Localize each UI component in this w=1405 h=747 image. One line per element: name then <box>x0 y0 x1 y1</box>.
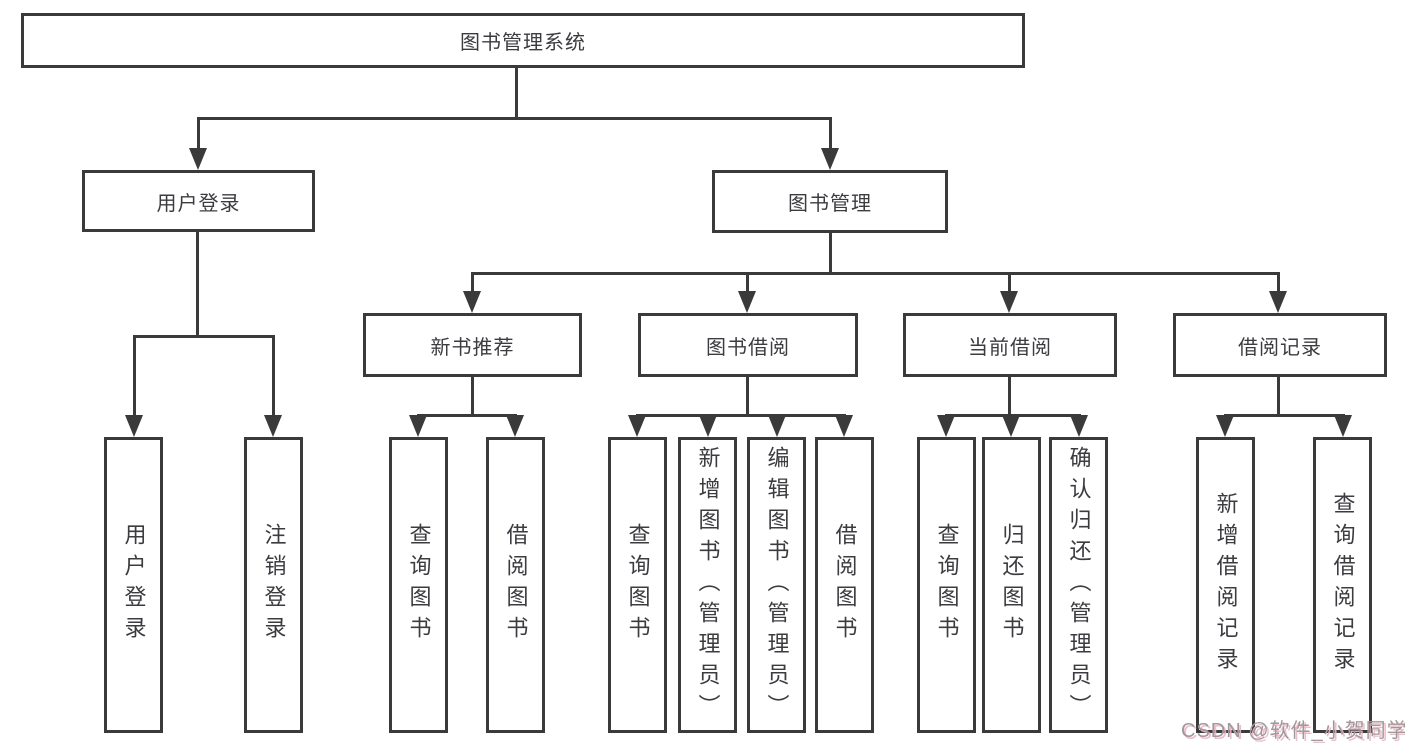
node-book-borrow: 图书借阅 <box>638 313 858 377</box>
node-current-borrow-label: 当前借阅 <box>968 336 1052 359</box>
arrow-down-icon <box>409 415 427 437</box>
csdn-watermark: CSDN @软件_小贺同学 <box>1181 720 1405 742</box>
arrow-down-icon <box>264 415 282 437</box>
leaf-query-books-recommend-label: 查询图书 <box>406 523 432 647</box>
leaf-borrow-books-label: 借阅图书 <box>832 523 858 647</box>
leaf-user-login: 用户登录 <box>104 437 163 733</box>
leaf-query-borrow-record: 查询借阅记录 <box>1313 437 1372 733</box>
leaf-borrow-books-recommend-label: 借阅图书 <box>503 523 529 647</box>
arrow-down-icon <box>1334 415 1352 437</box>
leaf-confirm-return-admin: 确认归还（管理员） <box>1049 437 1108 733</box>
node-user-login-label: 用户登录 <box>156 192 241 215</box>
leaf-edit-book-admin: 编辑图书（管理员） <box>747 437 806 733</box>
leaf-borrow-books: 借阅图书 <box>815 437 874 733</box>
leaf-user-login-label: 用户登录 <box>121 523 147 647</box>
connector-line <box>471 272 474 293</box>
leaf-query-books-current: 查询图书 <box>917 437 976 733</box>
connector-line <box>471 272 1279 275</box>
arrow-down-icon <box>937 415 955 437</box>
connector-line <box>197 117 200 150</box>
connector-line <box>515 68 518 117</box>
node-library-system: 图书管理系统 <box>21 13 1025 68</box>
node-book-management-label: 图书管理 <box>788 193 872 215</box>
connector-line <box>417 414 517 417</box>
arrow-down-icon <box>768 415 786 437</box>
connector-line <box>197 117 832 120</box>
leaf-query-books-current-label: 查询图书 <box>934 523 960 647</box>
leaf-edit-book-admin-label: 编辑图书（管理员） <box>764 445 790 725</box>
connector-line <box>829 117 832 150</box>
connector-line <box>133 335 275 338</box>
leaf-add-book-admin: 新增图书（管理员） <box>678 437 737 733</box>
arrow-down-icon <box>1070 415 1088 437</box>
connector-line <box>829 233 832 272</box>
node-book-management: 图书管理 <box>712 170 948 233</box>
arrow-down-icon <box>506 415 524 437</box>
leaf-query-books-borrow-label: 查询图书 <box>625 523 651 647</box>
connector-line <box>746 272 749 293</box>
arrow-down-icon <box>1000 291 1018 313</box>
leaf-query-borrow-record-label: 查询借阅记录 <box>1330 492 1356 678</box>
connector-line <box>636 414 846 417</box>
connector-line <box>272 335 275 417</box>
arrow-down-icon <box>125 415 143 437</box>
leaf-confirm-return-admin-label: 确认归还（管理员） <box>1066 445 1092 725</box>
leaf-query-books-borrow: 查询图书 <box>608 437 667 733</box>
connector-line <box>746 377 749 414</box>
connector-line <box>1277 377 1280 414</box>
connector-line <box>1008 377 1011 414</box>
arrow-down-icon <box>628 415 646 437</box>
connector-line <box>471 377 474 414</box>
node-borrow-records: 借阅记录 <box>1173 313 1387 377</box>
node-current-borrow: 当前借阅 <box>903 313 1117 377</box>
leaf-return-book-label: 归还图书 <box>999 523 1025 647</box>
node-new-book-recommend-label: 新书推荐 <box>430 336 515 359</box>
node-book-borrow-label: 图书借阅 <box>706 336 790 359</box>
arrow-down-icon <box>1002 415 1020 437</box>
node-library-system-label: 图书管理系统 <box>460 32 586 54</box>
connector-line <box>1008 272 1011 293</box>
leaf-return-book: 归还图书 <box>982 437 1041 733</box>
connector-line <box>196 232 199 335</box>
connector-line <box>1224 414 1345 417</box>
leaf-add-borrow-record-label: 新增借阅记录 <box>1213 492 1239 678</box>
leaf-add-borrow-record: 新增借阅记录 <box>1196 437 1255 733</box>
arrow-down-icon <box>738 291 756 313</box>
arrow-down-icon <box>1269 291 1287 313</box>
node-new-book-recommend: 新书推荐 <box>363 313 582 377</box>
leaf-logout-label: 注销登录 <box>261 523 287 647</box>
arrow-down-icon <box>821 148 839 170</box>
leaf-query-books-recommend: 查询图书 <box>389 437 448 733</box>
leaf-borrow-books-recommend: 借阅图书 <box>486 437 545 733</box>
leaf-logout: 注销登录 <box>244 437 303 733</box>
arrow-down-icon <box>835 415 853 437</box>
node-user-login: 用户登录 <box>82 170 315 232</box>
connector-line <box>1277 272 1280 293</box>
arrow-down-icon <box>699 415 717 437</box>
node-borrow-records-label: 借阅记录 <box>1238 336 1322 359</box>
leaf-add-book-admin-label: 新增图书（管理员） <box>695 445 721 725</box>
connector-line <box>133 335 136 417</box>
arrow-down-icon <box>189 148 207 170</box>
arrow-down-icon <box>1216 415 1234 437</box>
arrow-down-icon <box>463 291 481 313</box>
